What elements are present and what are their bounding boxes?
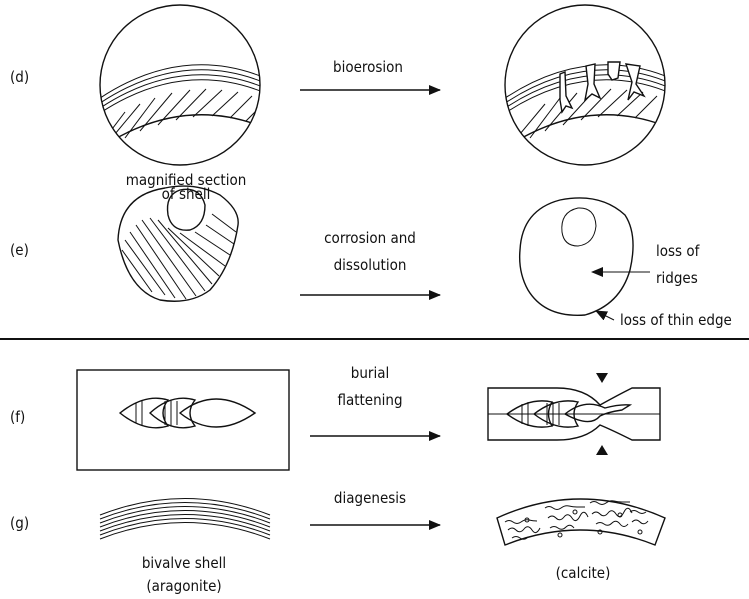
process-corrosion-line1: corrosion and: [324, 229, 416, 247]
process-burial-line2: flattening: [337, 391, 402, 409]
process-burial-line1: burial: [351, 364, 389, 382]
magnified-shell-section-bored: [495, 5, 675, 165]
ridges-label: ridges: [656, 269, 698, 287]
loss-of-label: loss of: [656, 242, 701, 260]
stage-label-d: (d): [10, 68, 29, 86]
corroded-bivalve-shell: [520, 198, 633, 315]
bivalve-shell-label: bivalve shell: [142, 554, 226, 572]
stage-label-f: (f): [10, 408, 25, 426]
magnified-shell-section-before: [90, 5, 270, 165]
process-bioerosion: bioerosion: [333, 58, 403, 76]
aragonite-label: (aragonite): [146, 577, 221, 595]
calcite-shell-section: [497, 499, 665, 545]
stage-label-e: (e): [10, 241, 29, 259]
arrow-loss-of-thin-edge: [596, 311, 614, 320]
sediment-block-before-burial: [77, 370, 289, 470]
process-diagenesis: diagenesis: [334, 489, 406, 507]
stage-label-g: (g): [10, 514, 29, 532]
loss-of-thin-edge-label: loss of thin edge: [620, 311, 732, 329]
calcite-label: (calcite): [556, 564, 611, 582]
compressed-sediment-block: [488, 373, 660, 455]
aragonite-shell-section: [100, 499, 270, 540]
ridged-bivalve-shell: [118, 186, 238, 301]
process-corrosion-line2: dissolution: [334, 256, 407, 274]
